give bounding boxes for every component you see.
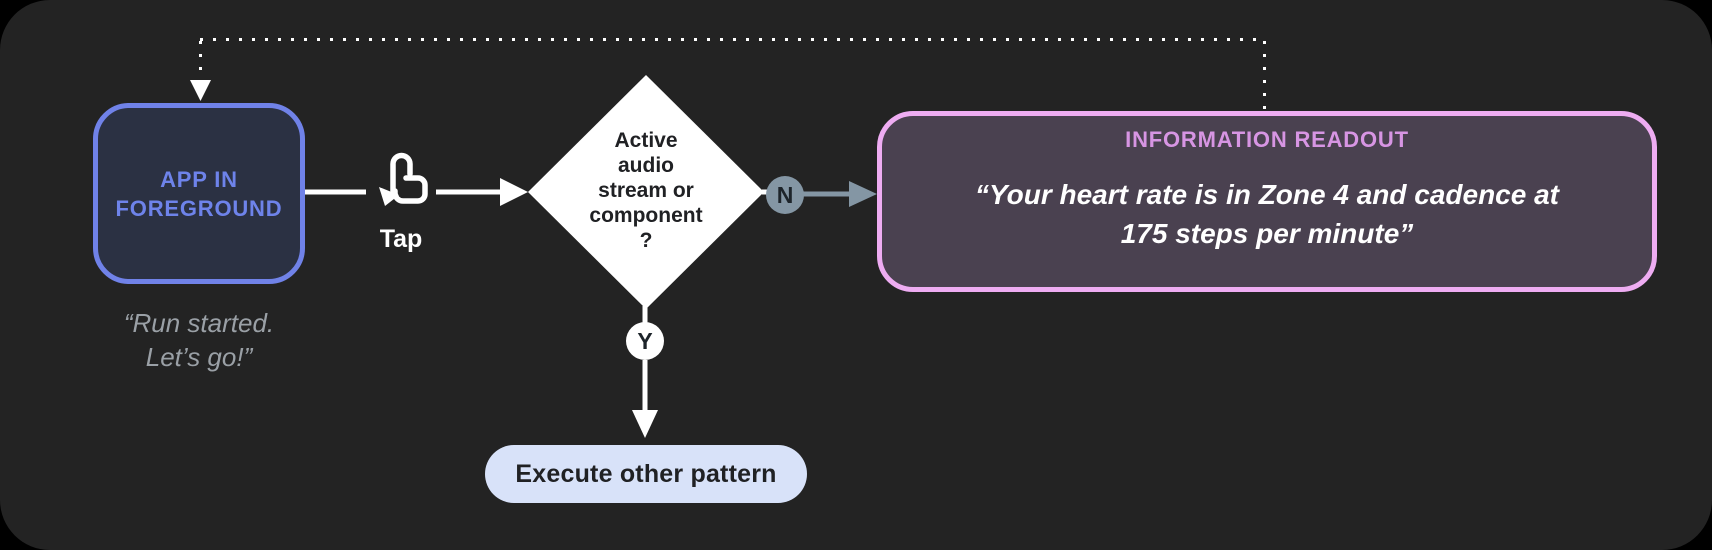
- feedback-loop-dotted-line-left: [199, 41, 202, 79]
- app-quote-line: Let’s go!”: [145, 342, 253, 372]
- app-quote-line: “Run started.: [123, 308, 275, 338]
- branch-yes-badge: Y: [626, 322, 664, 360]
- decision-diamond: [528, 75, 764, 309]
- decision-line: stream or: [598, 179, 694, 202]
- information-readout-node: INFORMATION READOUT “Your heart rate is …: [877, 111, 1657, 292]
- feedback-arrowhead-icon: [190, 80, 211, 101]
- readout-quote-line: “Your heart rate is in Zone 4 and cadenc…: [974, 179, 1560, 210]
- information-readout-quote: “Your heart rate is in Zone 4 and cadenc…: [975, 175, 1559, 253]
- arrow-no-to-readout-head-icon: [849, 181, 877, 207]
- execute-other-pattern-node: Execute other pattern: [485, 445, 807, 503]
- decision-line: audio: [618, 154, 674, 177]
- arrow-yes-to-execute-head-icon: [632, 410, 658, 438]
- decision-line: ?: [639, 229, 653, 252]
- readout-quote-line: 175 steps per minute”: [1120, 218, 1414, 249]
- app-label-line: FOREGROUND: [115, 195, 283, 221]
- decision-question-label: Active audio stream or component ?: [546, 128, 746, 253]
- tap-gesture-icon: [379, 152, 428, 206]
- app-in-foreground-label: APP IN FOREGROUND: [116, 165, 283, 223]
- information-readout-title: INFORMATION READOUT: [1125, 127, 1409, 152]
- decision-line: Active: [614, 129, 678, 152]
- app-voice-quote: “Run started. Let’s go!”: [63, 306, 335, 374]
- app-in-foreground-node: APP IN FOREGROUND: [93, 103, 305, 284]
- branch-no-badge: N: [766, 176, 804, 214]
- feedback-loop-dotted-line-right: [1263, 41, 1266, 111]
- feedback-loop-dotted-line-top: [200, 38, 1266, 41]
- execute-other-pattern-label: Execute other pattern: [515, 459, 777, 488]
- tap-label: Tap: [379, 225, 423, 253]
- decision-line: component: [589, 204, 703, 227]
- arrow-tap-to-decision-head-icon: [500, 178, 528, 206]
- app-label-line: APP IN: [160, 166, 238, 192]
